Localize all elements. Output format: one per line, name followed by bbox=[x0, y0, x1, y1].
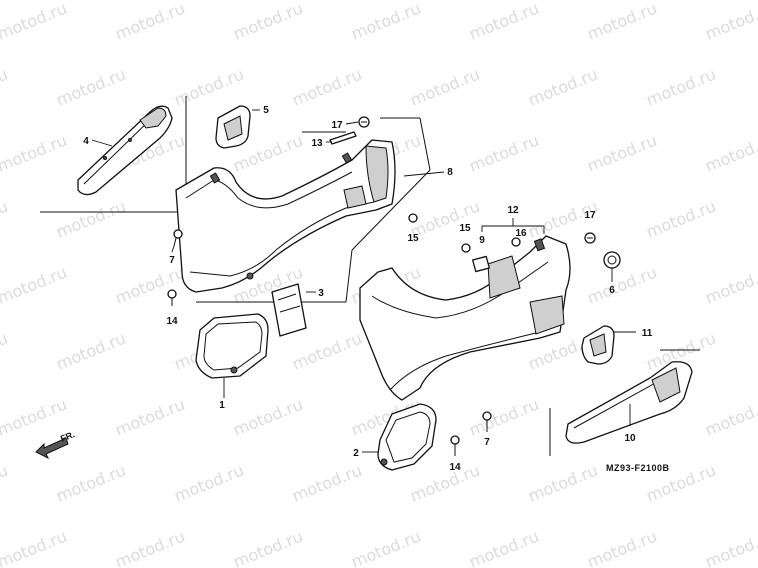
callout-14-bottom: 14 bbox=[449, 462, 461, 473]
watermark-text: motod.ru bbox=[702, 263, 758, 308]
watermark-text: motod.ru bbox=[584, 527, 659, 568]
callout-15-b: 15 bbox=[459, 223, 471, 234]
callout-15-a: 15 bbox=[407, 233, 419, 244]
watermark-text: motod.ru bbox=[702, 0, 758, 44]
watermark-text: motod.ru bbox=[702, 131, 758, 176]
watermark-text: motod.ru bbox=[525, 65, 600, 110]
part-10-garnish[interactable] bbox=[549, 349, 700, 456]
callout-4: 4 bbox=[83, 136, 89, 147]
watermark-text: motod.ru bbox=[702, 395, 758, 440]
watermark-text: motod.ru bbox=[230, 0, 305, 44]
watermark-text: motod.ru bbox=[112, 395, 187, 440]
part-17-screw-upper[interactable] bbox=[345, 116, 370, 128]
callout-3: 3 bbox=[318, 288, 324, 299]
watermark-text: motod.ru bbox=[0, 0, 70, 44]
watermark-text: motod.ru bbox=[702, 527, 758, 568]
watermark-text: motod.ru bbox=[0, 461, 11, 506]
watermark-text: motod.ru bbox=[112, 527, 187, 568]
callout-17-right: 17 bbox=[584, 210, 596, 221]
callout-11: 11 bbox=[642, 328, 653, 339]
watermark-text: motod.ru bbox=[584, 263, 659, 308]
watermark-text: motod.ru bbox=[525, 461, 600, 506]
watermark-text: motod.ru bbox=[348, 0, 423, 44]
watermark-text: motod.ru bbox=[0, 197, 11, 242]
part-17-screw-right[interactable] bbox=[584, 232, 596, 244]
watermark-text: motod.ru bbox=[0, 329, 11, 374]
part-2-box[interactable] bbox=[362, 403, 437, 471]
callout-17-upper: 17 bbox=[331, 120, 343, 131]
part-15-screw-b[interactable] bbox=[461, 243, 471, 253]
watermark-text: motod.ru bbox=[171, 461, 246, 506]
part-8-inner-panel[interactable] bbox=[175, 117, 445, 303]
part-3-pad[interactable] bbox=[271, 283, 316, 337]
watermark-text: motod.ru bbox=[171, 65, 246, 110]
callout-7-bottom: 7 bbox=[484, 437, 490, 448]
watermark-text: motod.ru bbox=[584, 131, 659, 176]
watermark-text: motod.ru bbox=[112, 0, 187, 44]
callout-16: 16 bbox=[515, 228, 527, 239]
watermark-text: motod.ru bbox=[407, 197, 482, 242]
watermark-text: motod.ru bbox=[53, 65, 128, 110]
callout-7-left: 7 bbox=[169, 255, 175, 266]
watermark-text: motod.ru bbox=[0, 527, 70, 568]
part-7-screw-bottom[interactable] bbox=[482, 411, 492, 432]
callout-2: 2 bbox=[353, 448, 359, 459]
part-14-bolt-bottom[interactable] bbox=[450, 435, 460, 456]
watermark-text: motod.ru bbox=[53, 197, 128, 242]
watermark-text: motod.ru bbox=[230, 527, 305, 568]
watermark-text: motod.ru bbox=[0, 65, 11, 110]
part-12-inner-panel-right[interactable] bbox=[359, 218, 571, 401]
watermark-text: motod.ru bbox=[466, 131, 541, 176]
part-14-bolt-left[interactable] bbox=[167, 289, 177, 306]
watermark-text: motod.ru bbox=[466, 0, 541, 44]
part-6-grommet[interactable] bbox=[603, 251, 621, 282]
part-1-box[interactable] bbox=[195, 313, 269, 398]
watermark-text: motod.ru bbox=[643, 197, 718, 242]
watermark-text: motod.ru bbox=[584, 0, 659, 44]
callout-5: 5 bbox=[263, 105, 269, 116]
callout-1: 1 bbox=[219, 400, 225, 411]
watermark-text: motod.ru bbox=[348, 527, 423, 568]
part-11-cover[interactable] bbox=[581, 325, 636, 365]
part-15-screw-a[interactable] bbox=[408, 213, 418, 223]
watermark-text: motod.ru bbox=[289, 65, 364, 110]
front-direction-arrow-icon bbox=[35, 437, 69, 460]
watermark-text: motod.ru bbox=[0, 131, 70, 176]
front-direction-label: FR. bbox=[59, 429, 76, 444]
callout-8: 8 bbox=[447, 167, 453, 178]
callout-13: 13 bbox=[311, 138, 323, 149]
part-5-cover[interactable] bbox=[215, 105, 260, 149]
diagram-code: MZ93-F2100B bbox=[606, 463, 670, 473]
watermark-text: motod.ru bbox=[53, 461, 128, 506]
callout-12: 12 bbox=[507, 205, 519, 216]
part-4-garnish[interactable] bbox=[40, 96, 187, 213]
watermark-text: motod.ru bbox=[0, 263, 70, 308]
part-13-clip[interactable] bbox=[326, 131, 357, 145]
watermark-text: motod.ru bbox=[289, 329, 364, 374]
part-7-screw-left[interactable] bbox=[171, 229, 183, 253]
watermark-text: motod.ru bbox=[0, 395, 70, 440]
watermark-text: motod.ru bbox=[53, 329, 128, 374]
watermark-text: motod.ru bbox=[643, 65, 718, 110]
watermark-text: motod.ru bbox=[466, 395, 541, 440]
watermark-text: motod.ru bbox=[112, 263, 187, 308]
callout-6: 6 bbox=[609, 285, 615, 296]
callout-9: 9 bbox=[479, 235, 485, 246]
callout-14-left: 14 bbox=[166, 316, 178, 327]
watermark-text: motod.ru bbox=[230, 395, 305, 440]
watermark-text: motod.ru bbox=[466, 527, 541, 568]
watermark-text: motod.ru bbox=[407, 461, 482, 506]
watermark-text: motod.ru bbox=[407, 65, 482, 110]
callout-10: 10 bbox=[624, 433, 636, 444]
watermark-text: motod.ru bbox=[289, 461, 364, 506]
